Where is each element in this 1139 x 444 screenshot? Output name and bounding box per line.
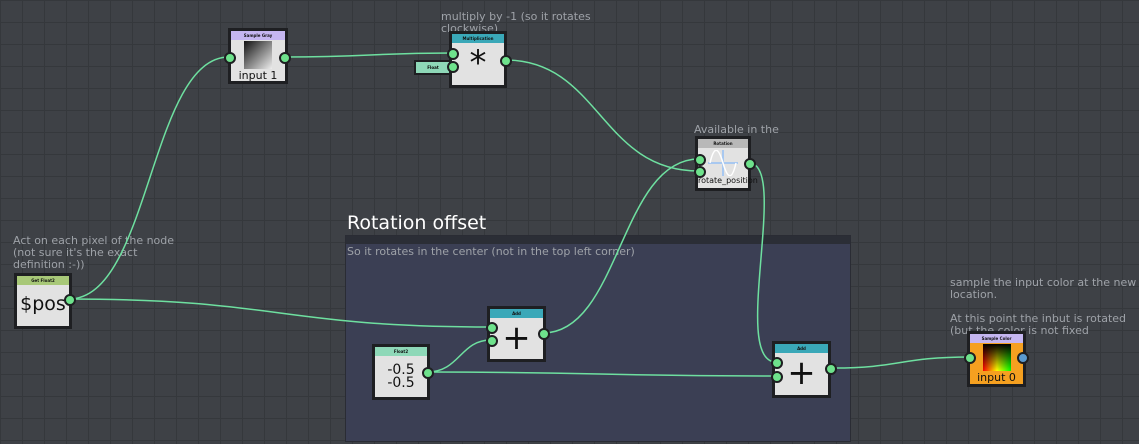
output-port[interactable] xyxy=(825,363,837,375)
output-port[interactable] xyxy=(64,294,76,306)
output-port[interactable] xyxy=(500,55,512,67)
add-node[interactable]: Add + xyxy=(487,306,546,362)
comment-sample: sample the input color at the new locati… xyxy=(950,276,1137,337)
output-port[interactable] xyxy=(744,158,756,170)
comment-available: Available in the xyxy=(694,123,779,136)
output-port[interactable] xyxy=(538,328,550,340)
wire xyxy=(283,52,453,58)
input-port[interactable] xyxy=(447,61,459,73)
rotation-offset-group[interactable] xyxy=(345,235,851,442)
node-label: input 0 xyxy=(977,371,1016,384)
get-float2-node[interactable]: Get Float2 $pos xyxy=(14,273,72,329)
input-port[interactable] xyxy=(771,371,783,383)
multiplication-node[interactable]: Multiplication * xyxy=(449,31,507,88)
node-title: Add xyxy=(490,309,543,318)
wire xyxy=(748,162,777,363)
node-title: Multiplication xyxy=(452,34,504,43)
sample-gray-node[interactable]: Sample Gray input 1 xyxy=(228,28,288,84)
output-port[interactable] xyxy=(1017,352,1029,364)
input-port[interactable] xyxy=(694,154,706,166)
input-port[interactable] xyxy=(447,48,459,60)
node-title: Float2 xyxy=(375,347,427,356)
input-port[interactable] xyxy=(964,352,976,364)
float2-node[interactable]: Float2 -0.5 -0.5 xyxy=(372,344,430,400)
input-port[interactable] xyxy=(486,335,498,347)
wire xyxy=(68,298,492,328)
comment-act: Act on each pixel of the node (not sure … xyxy=(13,234,175,271)
group-title: Rotation offset xyxy=(347,212,487,234)
wire xyxy=(504,59,700,172)
node-label: $pos xyxy=(20,293,66,315)
node-label: rotate_position xyxy=(698,176,758,185)
plus-icon: + xyxy=(787,353,816,393)
color-preview xyxy=(982,344,1011,371)
multiply-icon: * xyxy=(469,43,487,83)
input-port[interactable] xyxy=(224,52,236,64)
node-title: Add xyxy=(775,344,828,353)
node-title: Sample Color xyxy=(970,334,1023,343)
input-port[interactable] xyxy=(771,357,783,369)
node-title: Get Float2 xyxy=(17,276,69,285)
group-comment: So it rotates in the center (not in the … xyxy=(347,245,635,258)
wire xyxy=(68,56,230,300)
wire xyxy=(426,371,777,377)
plus-icon: + xyxy=(502,318,531,358)
node-label: input 1 xyxy=(238,69,278,82)
add-node[interactable]: Add + xyxy=(772,341,831,398)
group-header[interactable] xyxy=(346,236,850,244)
value-1[interactable]: -0.5 xyxy=(387,362,415,378)
output-port[interactable] xyxy=(422,367,434,379)
input-port[interactable] xyxy=(694,166,706,178)
wire xyxy=(542,158,700,334)
wire xyxy=(426,339,492,373)
value-2[interactable]: -0.5 xyxy=(387,375,415,391)
output-port[interactable] xyxy=(279,52,291,64)
wire xyxy=(833,356,971,369)
node-title: Rotation xyxy=(698,139,748,148)
grayscale-preview xyxy=(244,41,272,69)
node-title: Sample Gray xyxy=(231,31,285,40)
sine-wave-icon xyxy=(708,150,738,176)
input-port[interactable] xyxy=(486,322,498,334)
